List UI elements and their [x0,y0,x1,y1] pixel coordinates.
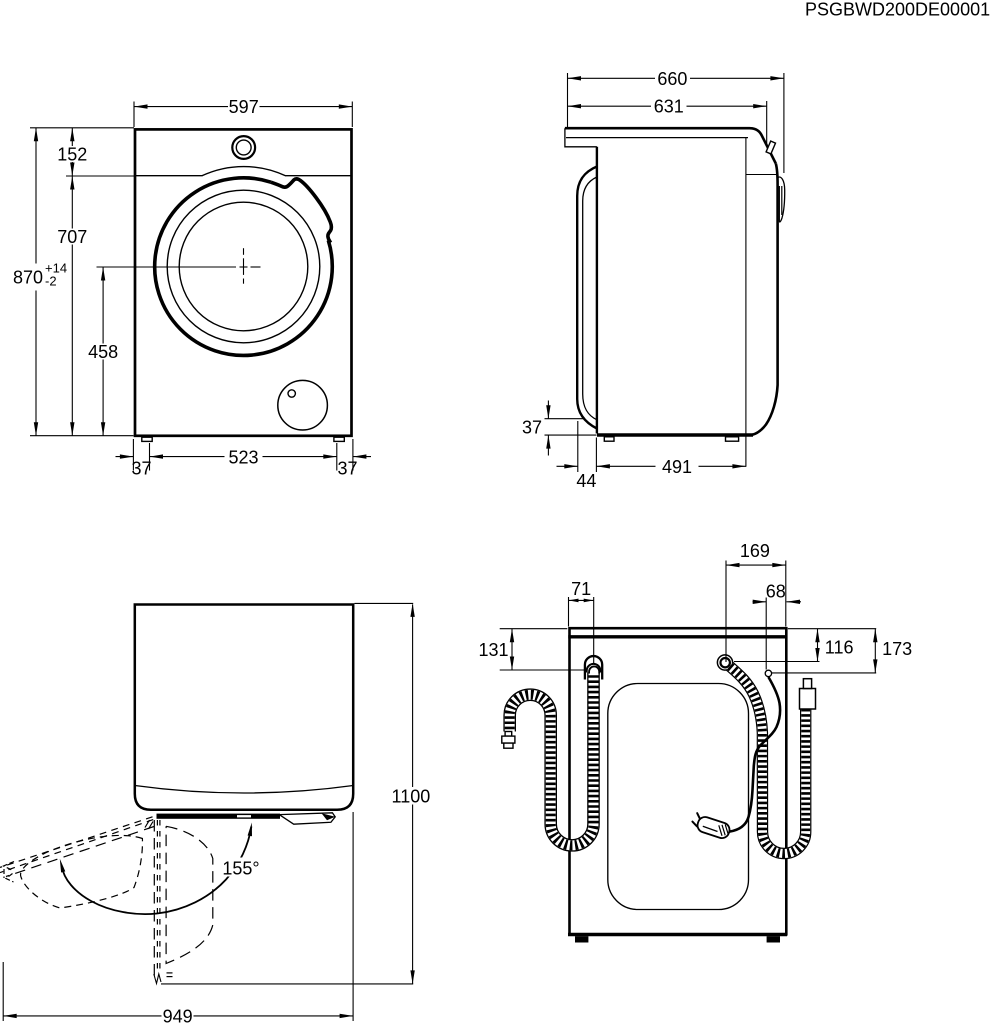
svg-text:37: 37 [522,418,542,438]
svg-text:597: 597 [229,97,259,117]
svg-text:870: 870 [13,268,43,288]
svg-text:660: 660 [657,69,687,89]
svg-text:37: 37 [337,458,357,478]
svg-text:949: 949 [163,1007,193,1024]
svg-text:+14: +14 [45,260,67,275]
svg-text:458: 458 [88,342,118,362]
svg-text:131: 131 [478,640,508,660]
svg-text:169: 169 [740,541,770,561]
svg-text:37: 37 [131,458,151,478]
svg-text:1100: 1100 [392,786,431,806]
svg-text:523: 523 [228,447,258,467]
svg-text:-2: -2 [45,274,57,289]
svg-text:631: 631 [654,97,684,117]
svg-text:44: 44 [576,471,596,491]
svg-text:155°: 155° [222,859,259,879]
svg-text:116: 116 [825,638,854,658]
svg-text:173: 173 [882,639,912,659]
svg-text:71: 71 [571,579,591,599]
svg-text:707: 707 [57,227,87,247]
svg-text:PSGBWD200DE00001: PSGBWD200DE00001 [805,0,990,19]
svg-text:68: 68 [766,581,786,601]
svg-text:491: 491 [662,457,692,477]
svg-text:152: 152 [57,144,87,164]
